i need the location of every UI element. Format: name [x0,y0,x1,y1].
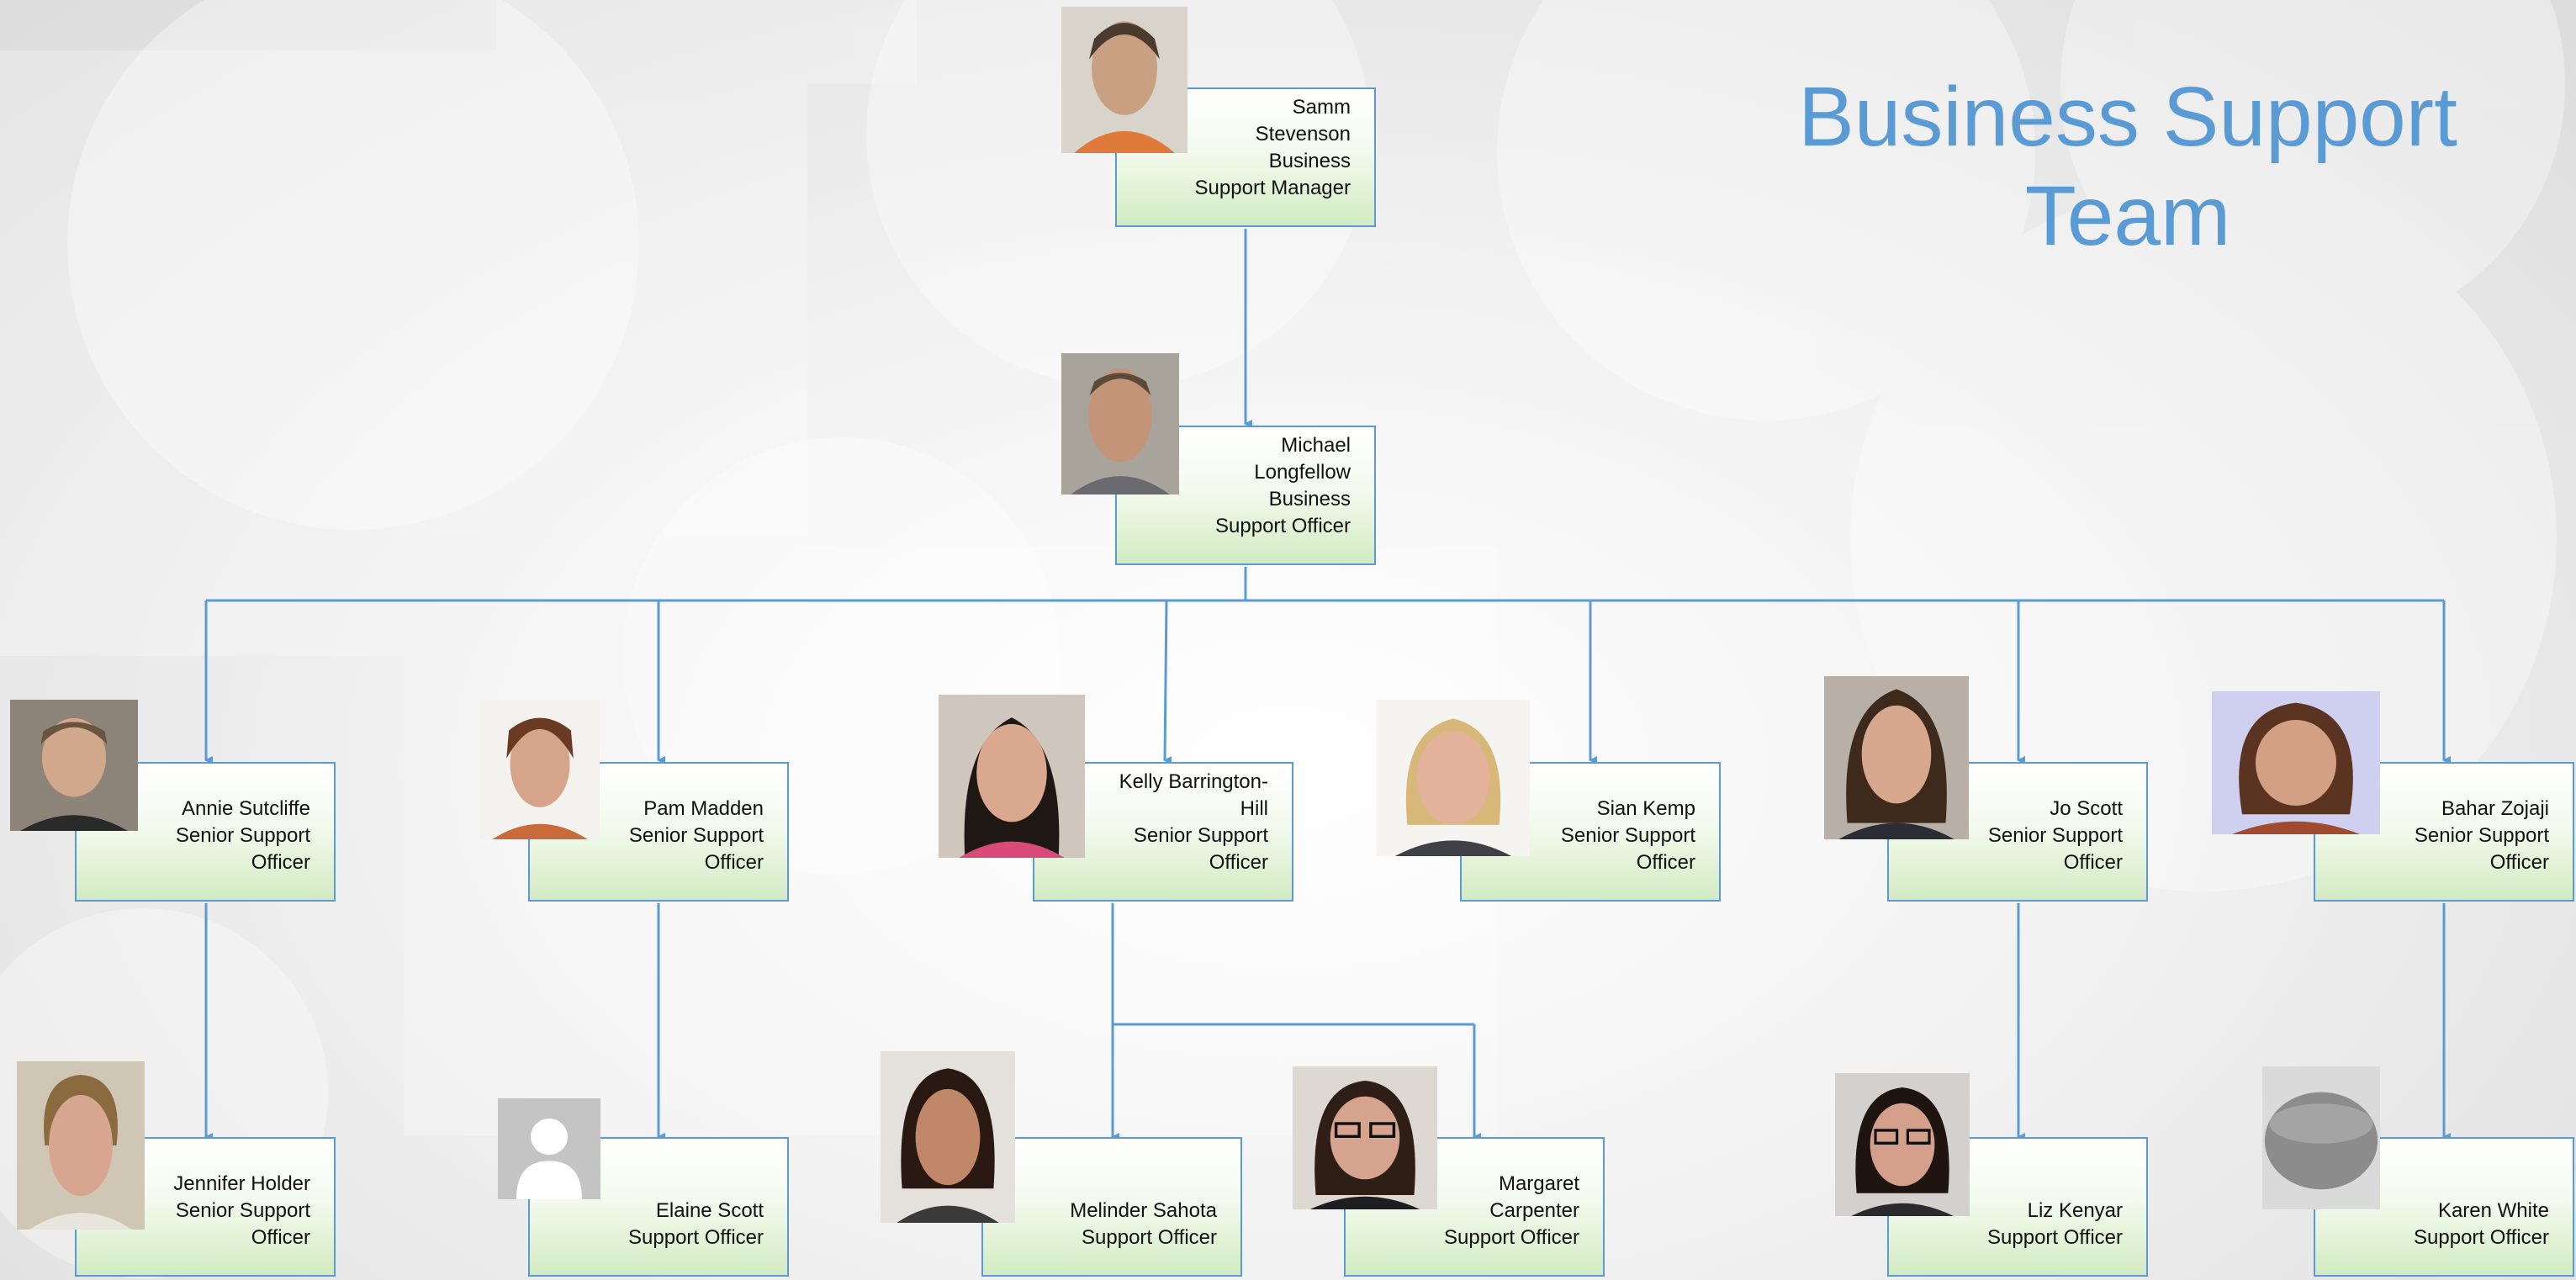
node-role: Senior Support Officer [1987,824,2123,874]
photo-margaret-carpenter [1293,1066,1437,1209]
photo-pam-madden [480,700,600,839]
node-role: Support Officer [1444,1226,1579,1249]
node-name: Jo Scott [2050,797,2123,820]
photo-bahar-zojaji [2212,691,2380,834]
node-role: Business Support Officer [1215,488,1351,537]
node-role: Senior Support Officer [175,1199,310,1249]
node-name: Samm Stevenson [1255,96,1351,145]
title-line-2: Team [2024,169,2231,263]
photo-kelly-barrington-hill [939,695,1085,858]
node-role: Senior Support Officer [628,824,764,874]
node-role: Support Officer [628,1226,764,1249]
connector-kelly-split [1111,903,1474,1026]
photo-liz-kenyar [1835,1073,1970,1216]
node-name: Margaret Carpenter [1489,1172,1579,1222]
title-line-1: Business Support [1798,70,2457,164]
photo-jo-scott [1824,676,1969,839]
node-role: Senior Support Officer [1560,824,1695,874]
node-name: Bahar Zojaji [2441,797,2549,820]
node-role: Senior Support Officer [2414,824,2549,874]
node-name: Pam Madden [643,797,764,820]
node-role: Senior Support Officer [1133,824,1268,874]
placeholder-oval-icon [2262,1066,2380,1209]
connector-kelly [1163,600,1172,765]
placeholder-avatar-icon [498,1098,600,1199]
node-name: Michael Longfellow [1254,434,1351,484]
photo-michael-longfellow [1061,353,1179,495]
node-name: Annie Sutcliffe [182,797,310,820]
photo-sian-kemp [1377,700,1530,856]
photo-jennifer-holder [17,1061,145,1230]
node-name: Melinder Sahota [1070,1199,1217,1222]
photo-annie-sutcliffe [10,700,138,831]
photo-melinder-sahota [881,1051,1015,1223]
node-role: Senior Support Officer [175,824,310,874]
node-name: Liz Kenyar [2027,1199,2123,1222]
node-name: Kelly Barrington-Hill [1119,770,1268,820]
page-title: Business Support Team [1749,67,2506,266]
node-role: Business Support Manager [1194,150,1351,199]
node-role: Support Officer [1082,1226,1217,1249]
photo-samm-stevenson [1061,7,1187,153]
node-name: Karen White [2437,1199,2549,1222]
node-name: Elaine Scott [655,1199,764,1222]
node-name: Sian Kemp [1596,797,1695,820]
node-role: Support Officer [1987,1226,2123,1249]
node-role: Support Officer [2414,1226,2549,1249]
node-melinder-sahota[interactable]: Melinder Sahota Support Officer [981,1137,1242,1277]
node-name: Jennifer Holder [173,1172,310,1195]
